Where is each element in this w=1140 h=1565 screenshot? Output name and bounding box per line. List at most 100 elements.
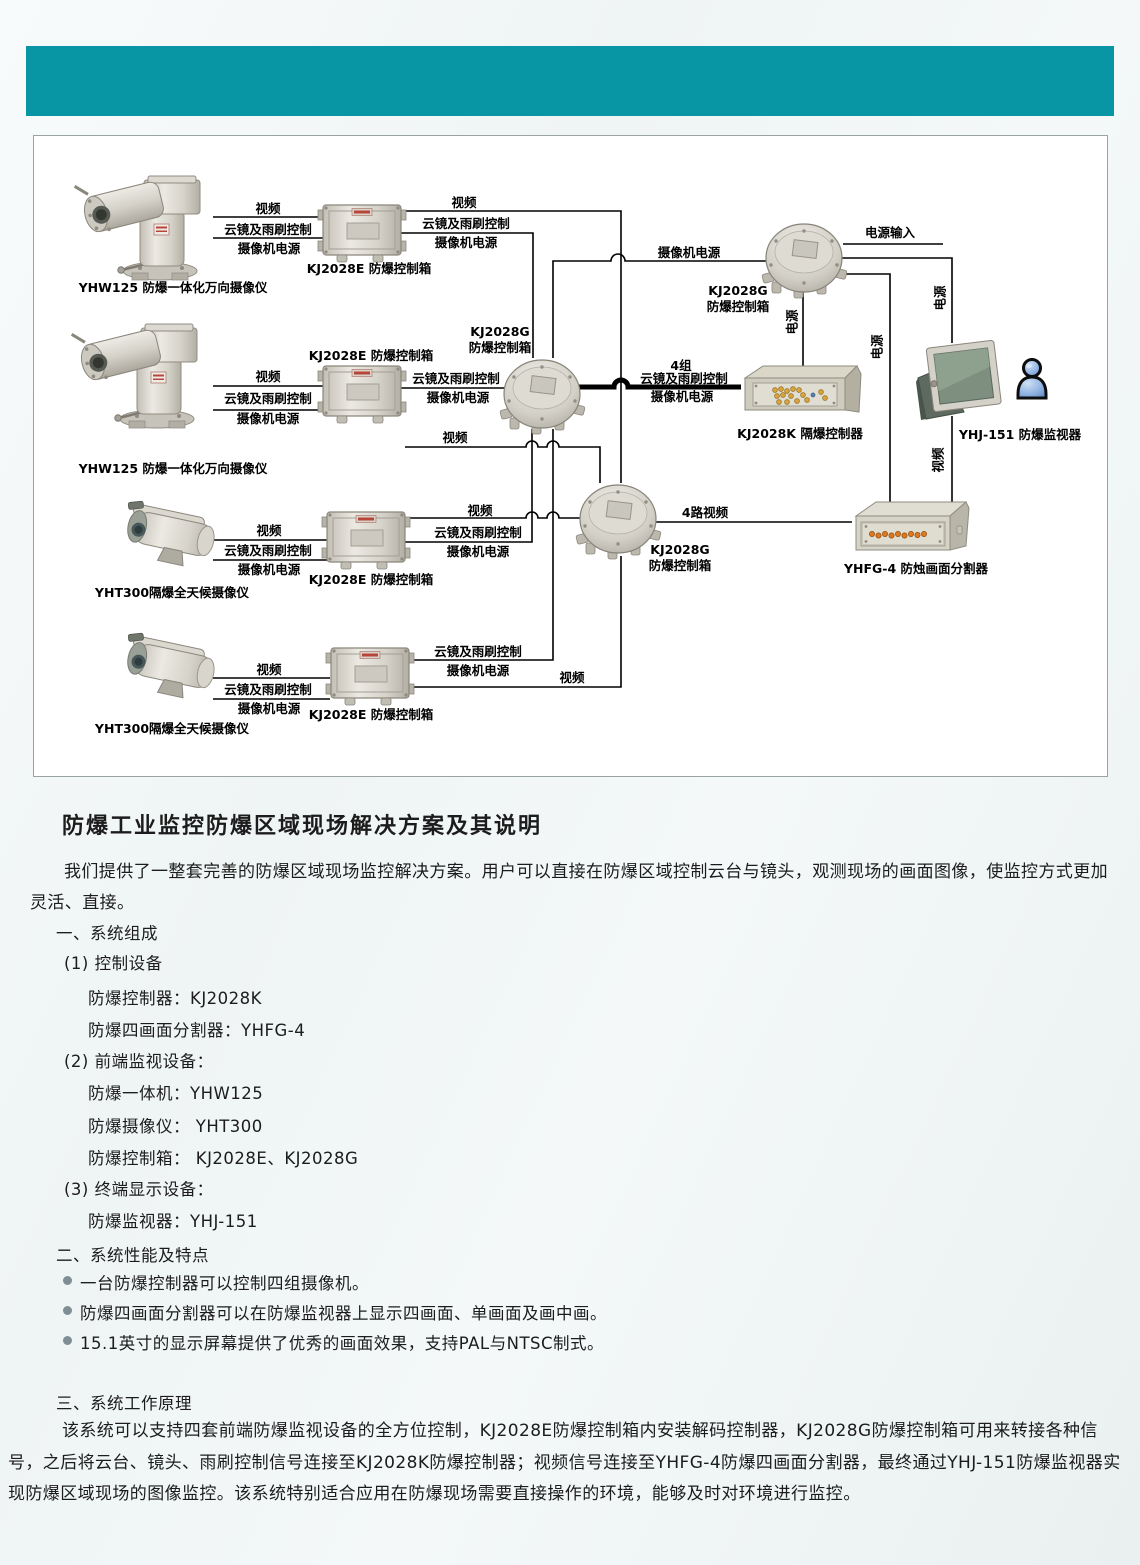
bullet-icon xyxy=(63,1276,72,1285)
yht300-camera-1 xyxy=(117,497,220,572)
sec2-bullet1: 一台防爆控制器可以控制四组摄像机。 xyxy=(80,1274,369,1293)
label-kj2028g-center-2: 防爆控制箱 xyxy=(468,340,532,355)
teal-banner xyxy=(26,46,1114,116)
kj2028g-box-center xyxy=(499,359,586,435)
wire-box4-ctrl-to-g1 xyxy=(412,429,554,661)
wire-box4-video-to-g3 xyxy=(412,556,622,688)
sec1-h2s3: 防爆控制箱： KJ2028E、KJ2028G xyxy=(88,1149,359,1168)
yht300-camera-2 xyxy=(117,629,220,704)
label-4video: 4路视频 xyxy=(681,505,729,520)
label-video: 视频 xyxy=(255,201,281,216)
label-video: 视频 xyxy=(256,523,282,538)
label-kj2028g-lower-1: KJ2028G xyxy=(650,542,710,557)
label-kj2028g-tr-1: KJ2028G xyxy=(708,283,768,298)
label-video: 视频 xyxy=(442,430,468,445)
label-yhfg4: YHFG-4 防烛画面分割器 xyxy=(843,561,989,576)
kj2028e-box-1 xyxy=(317,204,407,263)
label-4group: 4组 xyxy=(670,358,692,373)
label-campower: 摄像机电源 xyxy=(236,411,300,426)
sec2-bullet2: 防爆四画面分割器可以在防爆监视器上显示四画面、单画面及画中画。 xyxy=(80,1304,607,1323)
label-yhw125-2: YHW125 防爆一体化万向摄像仪 xyxy=(78,461,268,476)
wire-4group-thick xyxy=(578,377,741,390)
label-campower: 摄像机电源 xyxy=(237,701,301,716)
section2-title: 二、系统性能及特点 xyxy=(56,1246,209,1265)
label-video: 视频 xyxy=(559,670,585,685)
kj2028e-box-4 xyxy=(325,647,415,706)
label-yht300-2: YHT300隔爆全天候摄像仪 xyxy=(94,721,250,736)
label-kj2028e-1: KJ2028E 防爆控制箱 xyxy=(306,261,432,276)
label-yhj151: YHJ-151 防爆监视器 xyxy=(958,427,1082,442)
label-power-vertical: 电源 xyxy=(932,285,948,311)
sec1-h2s1: 防爆一体机：YHW125 xyxy=(88,1084,264,1103)
wire-box3-video-to-g3 xyxy=(405,511,584,519)
kj2028e-box-2 xyxy=(317,365,407,424)
label-video: 视频 xyxy=(467,503,493,518)
sec1-h1s1: 防爆控制器：KJ2028K xyxy=(88,989,262,1008)
yhj151-monitor xyxy=(915,339,1002,421)
label-kj2028e-2: KJ2028E 防爆控制箱 xyxy=(308,348,434,363)
wire-g2-power-to-monitor xyxy=(842,257,953,343)
label-yhw125-1: YHW125 防爆一体化万向摄像仪 xyxy=(78,280,268,295)
label-ctrl: 云镜及雨刷控制 xyxy=(224,222,312,237)
intro-paragraph: 我们提供了一整套完善的防爆区域现场监控解决方案。用户可以直接在防爆区域控制云台与… xyxy=(30,862,1108,913)
yhfg4-splitter xyxy=(855,501,970,551)
label-ctrl: 云镜及雨刷控制 xyxy=(224,391,312,406)
person-icon xyxy=(1016,358,1048,400)
wire-box2-video-to-g3 xyxy=(405,440,601,483)
label-video-vertical: 视频 xyxy=(930,447,946,473)
label-ctrl: 云镜及雨刷控制 xyxy=(434,525,522,540)
system-wiring-diagram xyxy=(70,165,1048,706)
label-campower: 摄像机电源 xyxy=(650,389,714,404)
sec1-h3s1: 防爆监视器：YHJ-151 xyxy=(88,1212,258,1231)
wires xyxy=(213,210,953,700)
kj2028k-controller xyxy=(744,365,862,413)
label-campower: 摄像机电源 xyxy=(446,663,510,678)
label-campower: 摄像机电源 xyxy=(237,241,301,256)
label-power-vertical: 电源 xyxy=(869,334,885,360)
label-yht300-1: YHT300隔爆全天候摄像仪 xyxy=(94,585,250,600)
page-title: 防爆工业监控防爆区域现场解决方案及其说明 xyxy=(62,814,543,839)
wire-box1-ctrl-to-g1 xyxy=(400,232,534,358)
yhw125-camera-2 xyxy=(70,313,199,430)
kj2028g-box-topright xyxy=(761,223,848,299)
kj2028e-box-3 xyxy=(321,511,411,570)
sec1-h1: (1) 控制设备 xyxy=(64,954,163,973)
label-campower: 摄像机电源 xyxy=(237,562,301,577)
label-kj2028k: KJ2028K 隔爆控制器 xyxy=(737,426,863,441)
yhw125-camera-1 xyxy=(73,165,202,282)
label-kj2028g-center-1: KJ2028G xyxy=(470,324,530,339)
kj2028g-box-lower xyxy=(575,484,662,560)
label-campower: 摄像机电源 xyxy=(446,544,510,559)
sec1-h2s2: 防爆摄像仪： YHT300 xyxy=(88,1117,263,1136)
wire-g2-power-to-yhfg xyxy=(835,273,891,505)
section1-title: 一、系统组成 xyxy=(56,924,158,943)
label-ctrl: 云镜及雨刷控制 xyxy=(422,216,510,231)
label-campower: 摄像机电源 xyxy=(426,390,490,405)
label-ctrl: 云镜及雨刷控制 xyxy=(434,644,522,659)
label-video: 视频 xyxy=(256,662,282,677)
label-video: 视频 xyxy=(255,369,281,384)
sec1-h1s2: 防爆四画面分割器：YHFG-4 xyxy=(88,1021,306,1040)
bullet-icon xyxy=(63,1306,72,1315)
label-ctrl: 云镜及雨刷控制 xyxy=(412,371,500,386)
label-ctrl: 云镜及雨刷控制 xyxy=(224,543,312,558)
label-ctrl: 云镜及雨刷控制 xyxy=(640,371,728,386)
label-kj2028g-lower-2: 防爆控制箱 xyxy=(648,558,712,573)
label-kj2028g-tr-2: 防爆控制箱 xyxy=(706,299,770,314)
label-campower: 摄像机电源 xyxy=(434,235,498,250)
label-kj2028e-3: KJ2028E 防爆控制箱 xyxy=(308,572,434,587)
sec2-bullet3: 15.1英寸的显示屏幕提供了优秀的画面效果，支持PAL与NTSC制式。 xyxy=(80,1334,605,1353)
wire-g1-campower-to-g2 xyxy=(552,253,766,358)
sec1-h2: (2) 前端监视设备： xyxy=(64,1052,214,1071)
label-ctrl: 云镜及雨刷控制 xyxy=(224,682,312,697)
label-power-vertical: 电源 xyxy=(784,309,800,335)
wire-box3-ctrl-to-g1 xyxy=(405,429,533,543)
sec1-h3: (3) 终端显示设备： xyxy=(64,1180,214,1199)
label-campower: 摄像机电源 xyxy=(657,245,721,260)
wire-box1-video-to-g3 xyxy=(400,210,622,483)
bullet-icon xyxy=(63,1336,72,1345)
sec3-paragraph: 该系统可以支持四套前端防爆监视设备的全方位控制，KJ2028E防爆控制箱内安装解… xyxy=(8,1421,1121,1504)
section3-title: 三、系统工作原理 xyxy=(56,1394,192,1413)
label-video: 视频 xyxy=(451,195,477,210)
